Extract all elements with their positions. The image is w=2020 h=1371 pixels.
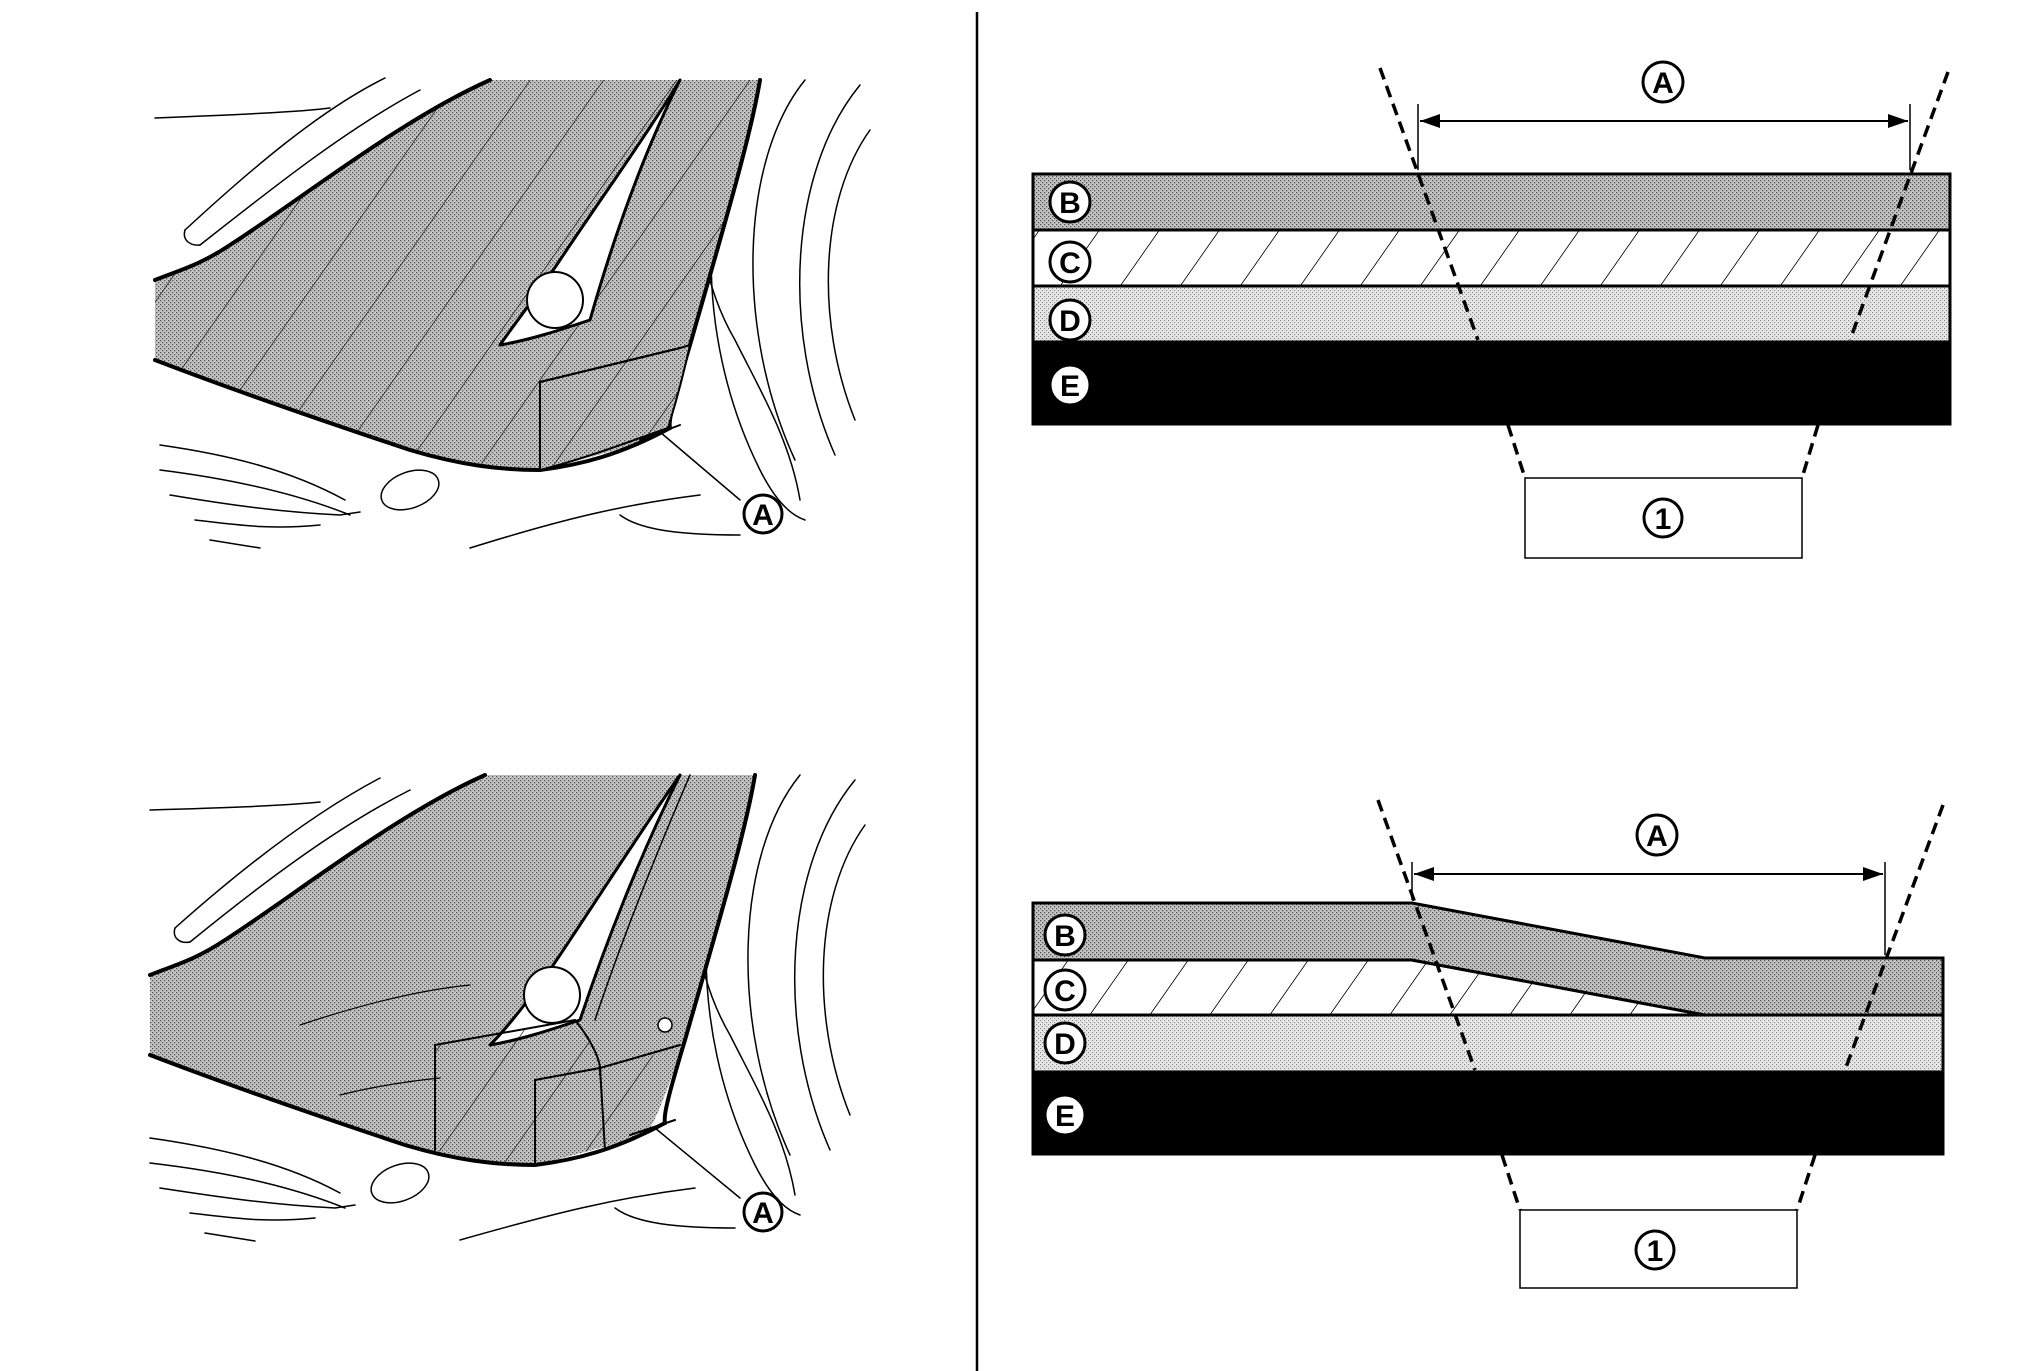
layer-b [1031,901,1945,1017]
callout-1-top: 1 [1642,497,1684,539]
dashed-boundary-right [1795,804,1945,1211]
callout-a-label: A [1646,820,1668,853]
svg-text:B: B [1059,187,1081,220]
svg-text:B: B [1054,920,1076,953]
layer-e [1031,340,1952,426]
svg-text:D: D [1054,1028,1076,1061]
layer-label-c-top: C [1048,240,1092,284]
callout-1-bottom: 1 [1634,1229,1676,1271]
layer-label-e-top: E [1048,363,1092,407]
bumper-illustration-bottom [148,773,866,1242]
layer-label-d-top: D [1048,298,1092,342]
area-box-1 [1519,1209,1798,1289]
callout-a-top-right: A [1641,60,1685,104]
callout-a-label: A [752,499,774,532]
cross-section-bottom [1031,799,1945,1289]
layer-c [1031,228,1952,288]
layer-label-b-bottom: B [1043,913,1087,957]
layer-d [1031,284,1952,344]
callout-a-label: A [752,1197,774,1230]
layer-b [1031,172,1952,232]
layer-label-d-bottom: D [1043,1021,1087,1065]
callout-a-top-left: A [742,493,784,535]
layer-label-b-top: B [1048,180,1092,224]
callout-a-label: A [1652,67,1674,100]
svg-text:1: 1 [1655,503,1672,536]
callout-a-bottom-left: A [742,1191,784,1233]
bumper-illustration-top [153,77,871,549]
dashed-boundary-left [1378,67,1527,479]
svg-text:C: C [1059,247,1081,280]
svg-text:E: E [1055,1100,1075,1133]
dashed-boundary-right [1800,71,1950,479]
cross-section-top [1031,67,1952,559]
layer-label-c-bottom: C [1043,968,1087,1012]
svg-text:C: C [1054,975,1076,1008]
dashed-boundary-left [1376,799,1522,1211]
layer-e [1031,1070,1945,1156]
layer-d [1031,1013,1945,1074]
layer-label-e-bottom: E [1043,1093,1087,1137]
svg-text:E: E [1060,370,1080,403]
callout-a-bottom-right: A [1635,813,1679,857]
svg-text:D: D [1059,305,1081,338]
svg-text:1: 1 [1647,1235,1664,1268]
